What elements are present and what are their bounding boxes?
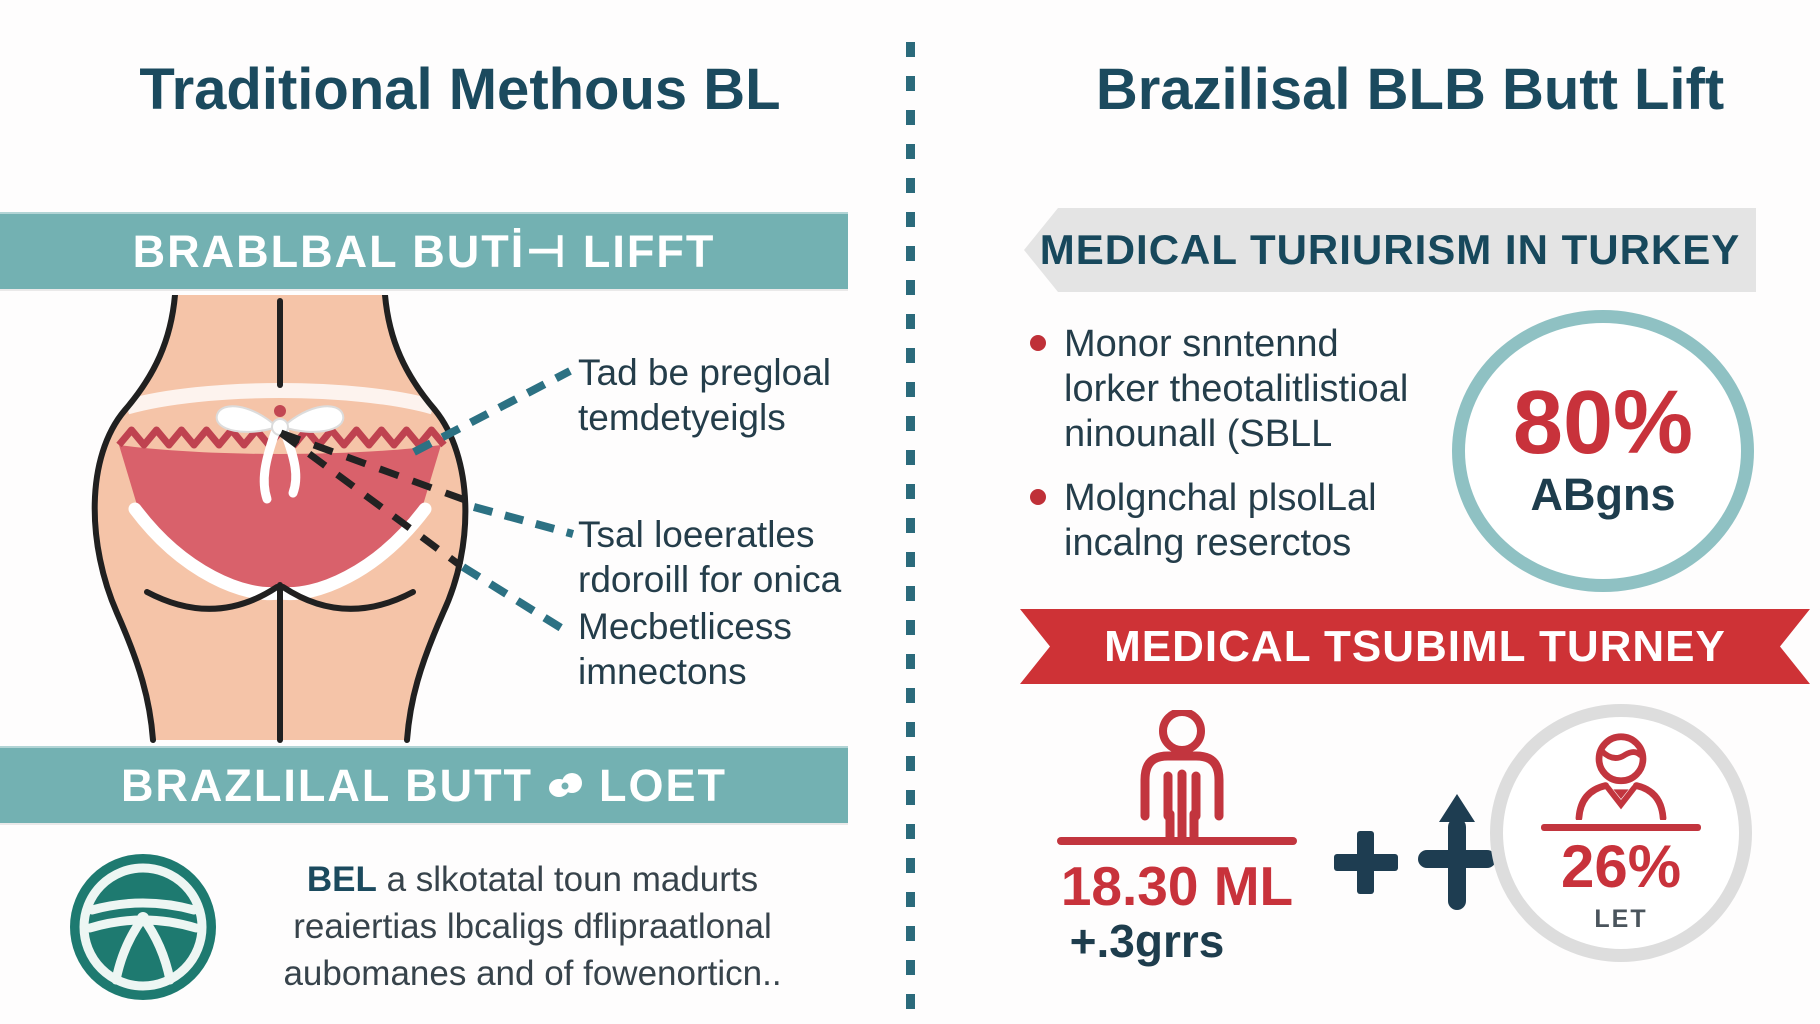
gray-ribbon-label: MEDICAL TURIURISM IN TURKEY [1039, 226, 1741, 273]
bullet-dot-2 [1030, 489, 1046, 505]
bullet-2: Molgnchal plsolLal incalng reserctos [1064, 477, 1377, 564]
bow-loop-left [215, 405, 279, 433]
flower-icon [549, 772, 583, 797]
right-title: Brazilisal BLB Butt Lift [1095, 57, 1725, 122]
left-title: Traditional Methous BL [139, 57, 781, 122]
left-footer-body: a slkotatal toun madurts reaiertias lbca… [283, 860, 782, 993]
left-footer-text: BEL a slkotatal toun madurts reaiertias … [250, 856, 815, 997]
left-top-banner-label: BRABLBAL BUTİ⊣ LIFFT [132, 226, 716, 277]
surgeon-circle-value: 26% [1560, 833, 1682, 900]
body-outline-left [91, 295, 178, 743]
bullet-1: Monor snntennd lorker theotalitlistioal … [1064, 323, 1409, 455]
callout-1: Tad be pregloal temdetyeigls [578, 352, 832, 438]
bow-knot [271, 418, 289, 436]
plus-arrow-icon [1334, 794, 1496, 910]
callout-2: Tsal loeeratles rdoroill for onica [578, 514, 842, 600]
underwear-badge-icon [70, 854, 216, 1000]
percent-circle-80: 80% ABgns [1452, 310, 1754, 592]
red-ribbon-banner: MEDICAL TSUBIML TURNEY [1020, 609, 1810, 684]
volume-sub-value: +.3grrs [1069, 915, 1225, 967]
surgeon-circle-divider [1541, 824, 1701, 831]
left-bottom-banner-label-left: BRAZLILAL BUTT [120, 759, 534, 811]
dotted-divider [906, 42, 915, 1024]
bullet-dot-1 [1030, 335, 1046, 351]
percent-circle-label: ABgns [1530, 468, 1676, 520]
left-bottom-banner-label-right: LOET [599, 759, 728, 811]
surgeon-icon [1575, 733, 1667, 820]
callout-3: Mecbetlicess imnectons [578, 606, 792, 692]
gray-ribbon-banner: MEDICAL TURIURISM IN TURKEY [1024, 208, 1756, 292]
left-bottom-banner: BRAZLILAL BUTT LOET [0, 746, 848, 823]
surgeon-circle-label: LET [1594, 905, 1648, 933]
buttock-crease-right [280, 584, 416, 612]
ground-line [1057, 837, 1297, 845]
left-top-banner: BRABLBAL BUTİ⊣ LIFFT [0, 212, 848, 289]
waistband-highlight [124, 383, 436, 415]
left-footer-lead: BEL [306, 860, 377, 899]
red-ribbon-label: MEDICAL TSUBIML TURNEY [1104, 621, 1726, 671]
bow-heart-dot [274, 405, 286, 417]
percent-circle-value: 80% [1512, 373, 1694, 474]
volume-value: 18.30 ML [1060, 855, 1294, 917]
bow-tail-left [259, 428, 280, 504]
surgeon-circle-26: 26% LET [1490, 704, 1752, 962]
buttock-crease-left [144, 584, 280, 612]
hips-illustration [91, 295, 469, 743]
person-icon [1140, 710, 1224, 842]
